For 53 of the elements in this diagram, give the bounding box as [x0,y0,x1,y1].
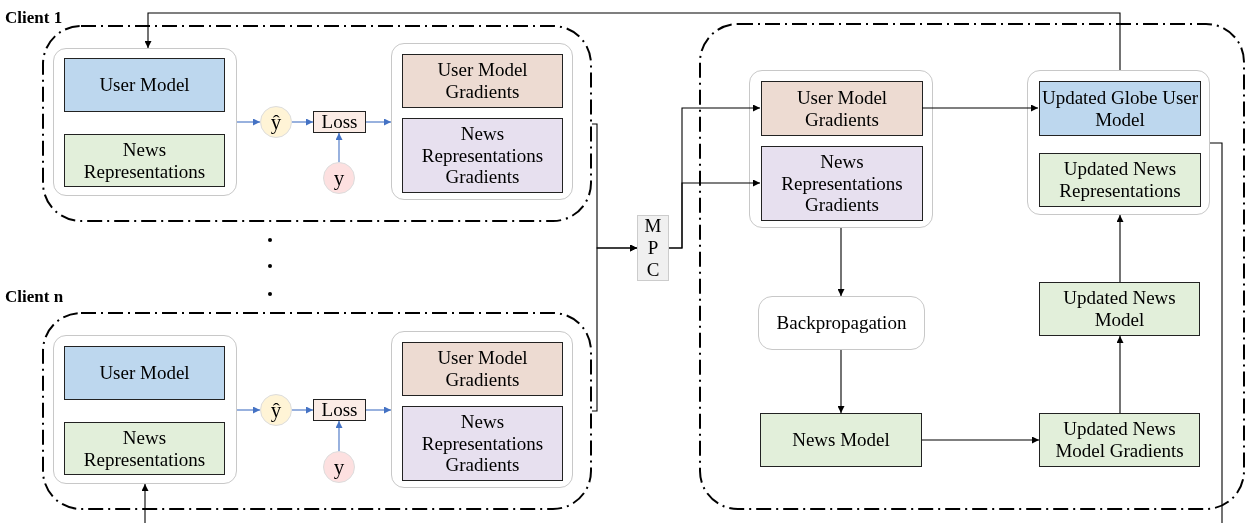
group-box [53,335,237,484]
arrow [365,118,392,126]
client-heading: Client 1 [5,8,63,28]
arrow [1116,214,1124,283]
group-box [391,331,573,488]
process-box: Updated News Representations [1039,153,1201,207]
process-box: User Model [64,58,225,112]
process-box: User Model Gradients [402,54,563,108]
mpc-box: MPC [637,215,669,281]
arrow [365,406,392,414]
process-box: News Representations [64,422,225,475]
arrow [291,406,314,414]
arrow [921,436,1040,444]
group-box [53,48,237,196]
process-box: User Model [64,346,225,400]
client-panel [5,287,592,510]
process-box: News Representations [64,134,225,187]
variable-circle: y [323,162,355,194]
arrow [837,349,845,414]
process-box: User Model Gradients [402,342,563,396]
arrow [236,406,261,414]
process-box: News Model [760,413,922,467]
group-box [749,70,933,228]
process-box: News Representations Gradients [402,118,563,193]
group-box [1027,70,1210,215]
variable-circle: ŷ [260,394,292,426]
arrow [291,118,314,126]
arrow [335,420,343,452]
arrow [591,244,638,412]
variable-circle: ŷ [260,106,292,138]
process-box: Updated News Model Gradients [1039,413,1200,467]
arrow [335,132,343,163]
arrow [1116,335,1124,414]
process-box: News Representations Gradients [761,146,923,221]
arrow [236,118,261,126]
arrow [144,12,1121,71]
arrow [668,179,761,249]
process-box: Backpropagation [758,296,925,350]
arrow [837,227,845,297]
process-box: Loss [313,399,366,421]
arrow [141,483,149,523]
connector-line [1209,142,1223,523]
group-box [391,43,573,200]
client-heading: Client n [5,287,64,307]
variable-circle: y [323,451,355,483]
server-panel [699,23,1245,510]
process-box: Updated Globe User Model [1039,81,1201,136]
process-box: User Model Gradients [761,81,923,136]
process-box: Updated News Model [1039,282,1200,336]
process-box: Loss [313,111,366,133]
arrow [921,104,1039,112]
client-panel [5,8,592,222]
process-box: News Representations Gradients [402,406,563,481]
